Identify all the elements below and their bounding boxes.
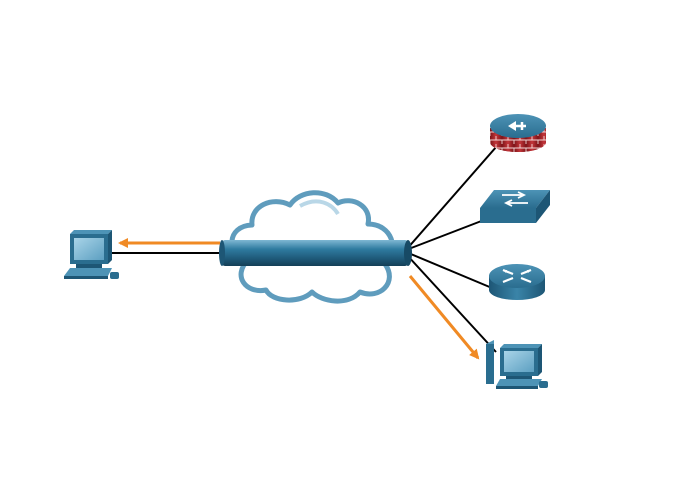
link-hub-pc-right [405, 253, 497, 353]
hub-pipe [222, 240, 408, 266]
links [112, 145, 498, 353]
tower-workstation-icon [486, 340, 548, 389]
firewall-icon [490, 114, 546, 152]
hub-cloud-icon [219, 190, 412, 304]
switch-icon [480, 190, 550, 223]
link-hub-firewall [405, 145, 498, 251]
link-hub-switch [405, 219, 485, 251]
traffic-arrows [118, 238, 480, 360]
link-hub-router [405, 251, 493, 289]
router-icon [489, 264, 545, 300]
arrow-to-pc-right [408, 275, 480, 360]
workstation-icon [64, 230, 119, 279]
